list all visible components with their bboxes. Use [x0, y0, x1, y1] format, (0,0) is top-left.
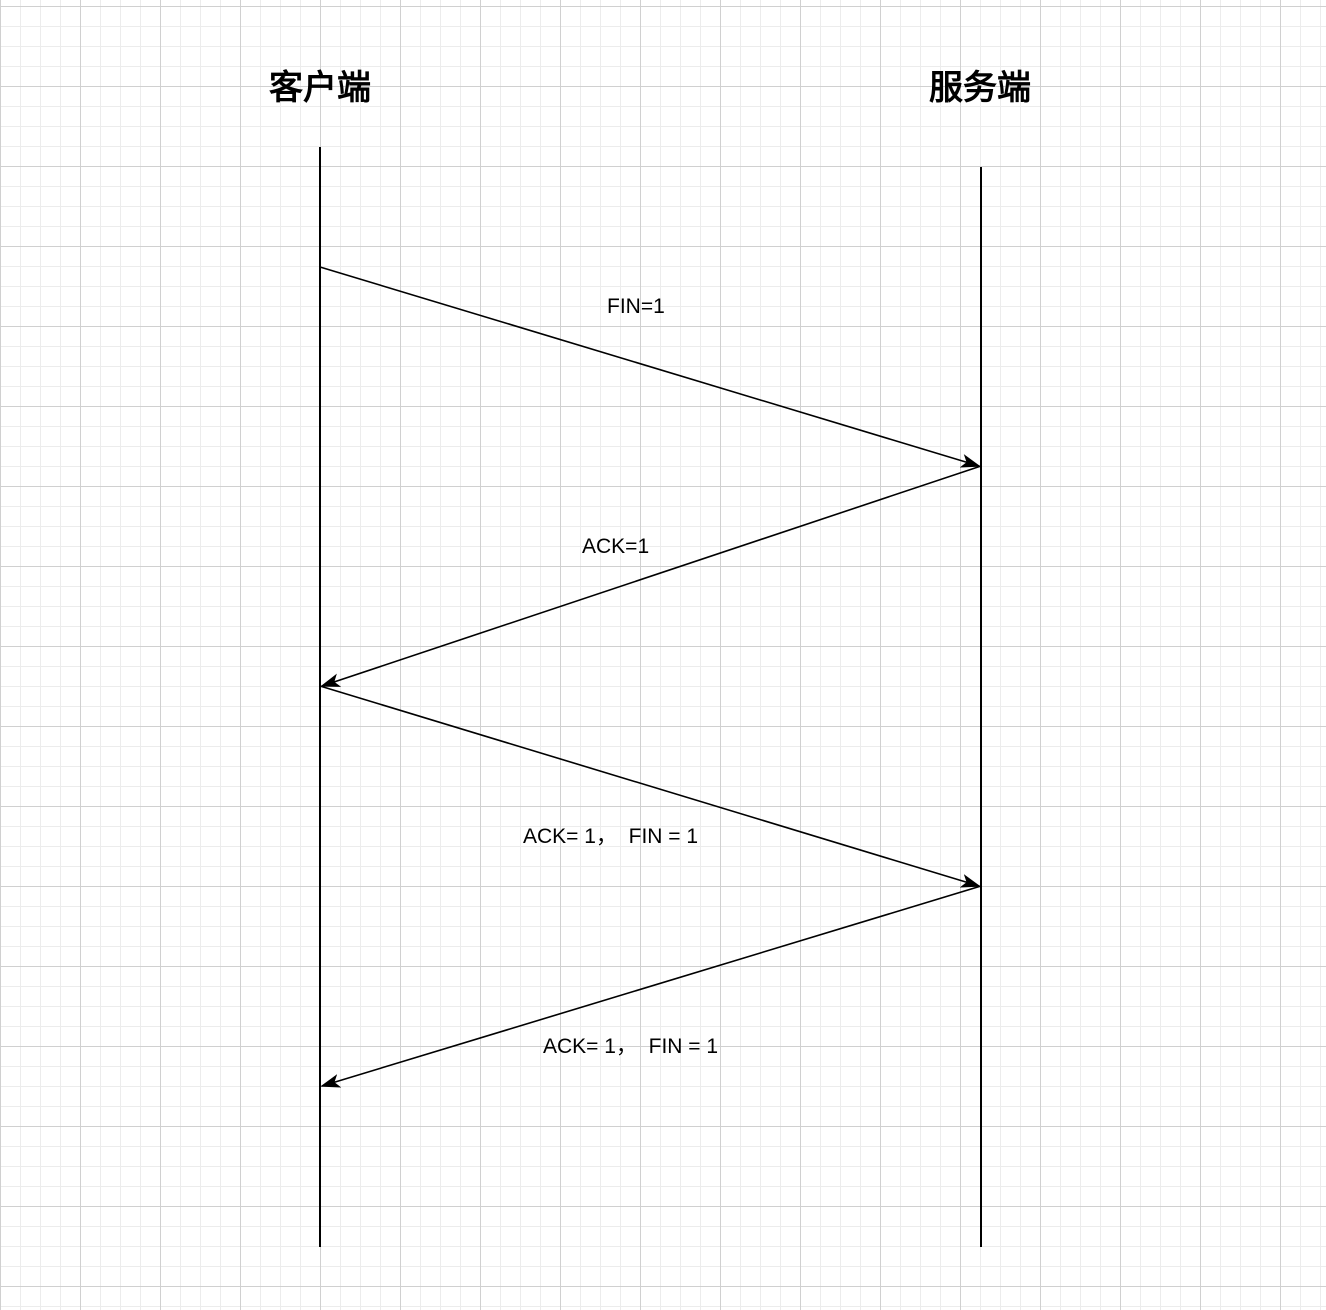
server-actor-label: 服务端: [929, 68, 1031, 108]
message-arrow-ack-fin-to-client: [320, 885, 982, 1088]
message-arrow-ack-fin-to-server: [319, 685, 981, 888]
message-arrow-fin: [319, 266, 981, 468]
message-label-ack-fin-to-client: ACK= 1， FIN = 1: [543, 1035, 719, 1058]
message-label-fin: FIN=1: [607, 295, 665, 318]
client-actor-label: 客户端: [269, 68, 371, 108]
message-label-ack: ACK=1: [582, 535, 650, 558]
message-arrow-ack: [320, 465, 982, 687]
message-label-ack-fin-to-server: ACK= 1， FIN = 1: [523, 825, 699, 848]
